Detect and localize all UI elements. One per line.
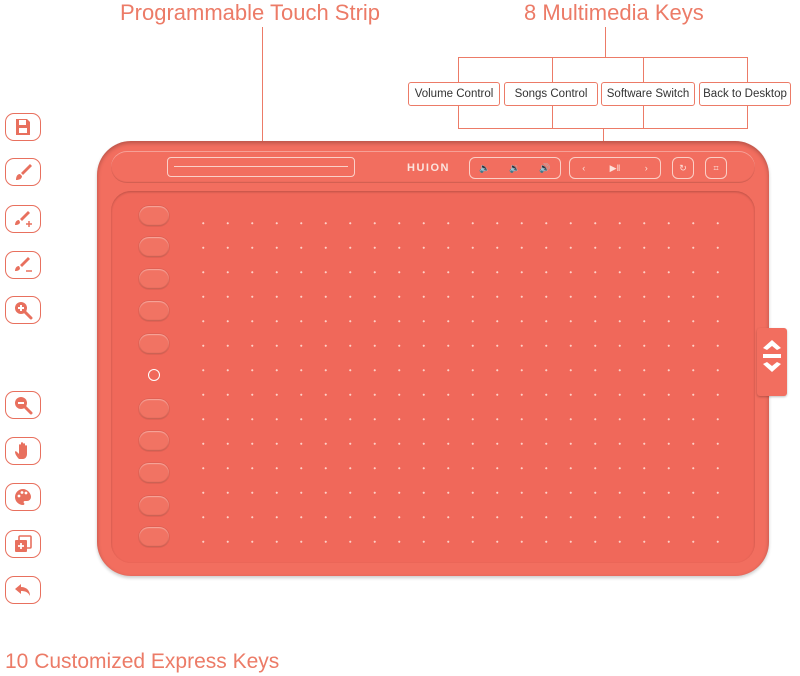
save-express-key[interactable]: [5, 113, 41, 141]
hand-icon: [15, 442, 27, 459]
floppy-disk-icon: [16, 119, 30, 135]
brush-express-key[interactable]: [5, 158, 41, 186]
software-switch-key[interactable]: ↻: [672, 157, 694, 179]
previous-icon[interactable]: ‹: [582, 163, 586, 173]
volume-control-label: Volume Control: [408, 82, 500, 106]
layer-plus-icon: [15, 535, 32, 552]
express-key-1[interactable]: [139, 206, 169, 226]
songs-control-label: Songs Control: [504, 82, 598, 106]
zoom-in-icon: [15, 302, 33, 320]
software-switch-label: Software Switch: [601, 82, 695, 106]
indicator-ring: [148, 369, 160, 381]
multimedia-keys-title: 8 Multimedia Keys: [524, 0, 704, 25]
undo-express-key[interactable]: [5, 576, 41, 604]
zoom-out-icon: [15, 397, 33, 415]
volume-down-icon[interactable]: 🔉: [509, 162, 521, 173]
touch-strip-title: Programmable Touch Strip: [120, 0, 381, 25]
hand-express-key[interactable]: [5, 437, 41, 465]
touch-strip-connector: [262, 27, 264, 143]
active-drawing-area[interactable]: [111, 191, 755, 563]
brush-icon: [16, 164, 32, 180]
back-to-desktop-key[interactable]: ⌗: [705, 157, 727, 179]
huion-logo-icon: [763, 340, 781, 372]
zoom-in-express-key[interactable]: [5, 296, 41, 324]
brush-size-up-express-key[interactable]: [5, 205, 41, 233]
undo-icon: [15, 584, 30, 596]
brand-logo: HUION: [407, 162, 450, 174]
volume-keys[interactable]: 🔈 🔉 🔊: [469, 157, 561, 179]
multimedia-bracket-top: [458, 57, 748, 59]
back-to-desktop-label: Back to Desktop: [699, 82, 791, 106]
multimedia-connector-top: [605, 27, 607, 57]
brush-size-down-express-key[interactable]: [5, 251, 41, 279]
palette-express-key[interactable]: [5, 483, 41, 511]
multimedia-connector-bottom: [603, 128, 605, 148]
volume-mute-icon[interactable]: 🔈: [479, 162, 491, 173]
express-key-8[interactable]: [139, 463, 169, 483]
express-key-9[interactable]: [139, 496, 169, 516]
next-icon[interactable]: ›: [644, 163, 648, 173]
desktop-icon: ⌗: [713, 162, 719, 173]
express-keys-title: 10 Customized Express Keys: [5, 650, 280, 673]
express-key-7[interactable]: [139, 431, 169, 451]
express-key-10[interactable]: [139, 527, 169, 547]
dot-grid: [191, 211, 736, 546]
pen-holder-tab: [757, 328, 787, 396]
palette-icon: [15, 489, 31, 505]
zoom-out-express-key[interactable]: [5, 391, 41, 419]
switch-icon: ↻: [679, 162, 687, 173]
express-key-3[interactable]: [139, 269, 169, 289]
new-layer-express-key[interactable]: [5, 530, 41, 558]
volume-up-icon[interactable]: 🔊: [539, 162, 551, 173]
drawing-tablet: HUION 🔈 🔉 🔊 ‹ ▶‖ › ↻ ⌗: [97, 141, 769, 576]
express-key-4[interactable]: [139, 301, 169, 321]
brush-minus-icon: [15, 257, 32, 272]
play-pause-icon[interactable]: ▶‖: [609, 162, 621, 173]
express-key-5[interactable]: [139, 334, 169, 354]
express-key-2[interactable]: [139, 237, 169, 257]
song-keys[interactable]: ‹ ▶‖ ›: [569, 157, 661, 179]
express-key-6[interactable]: [139, 399, 169, 419]
touch-strip[interactable]: [167, 157, 355, 177]
brush-plus-icon: [15, 211, 32, 227]
